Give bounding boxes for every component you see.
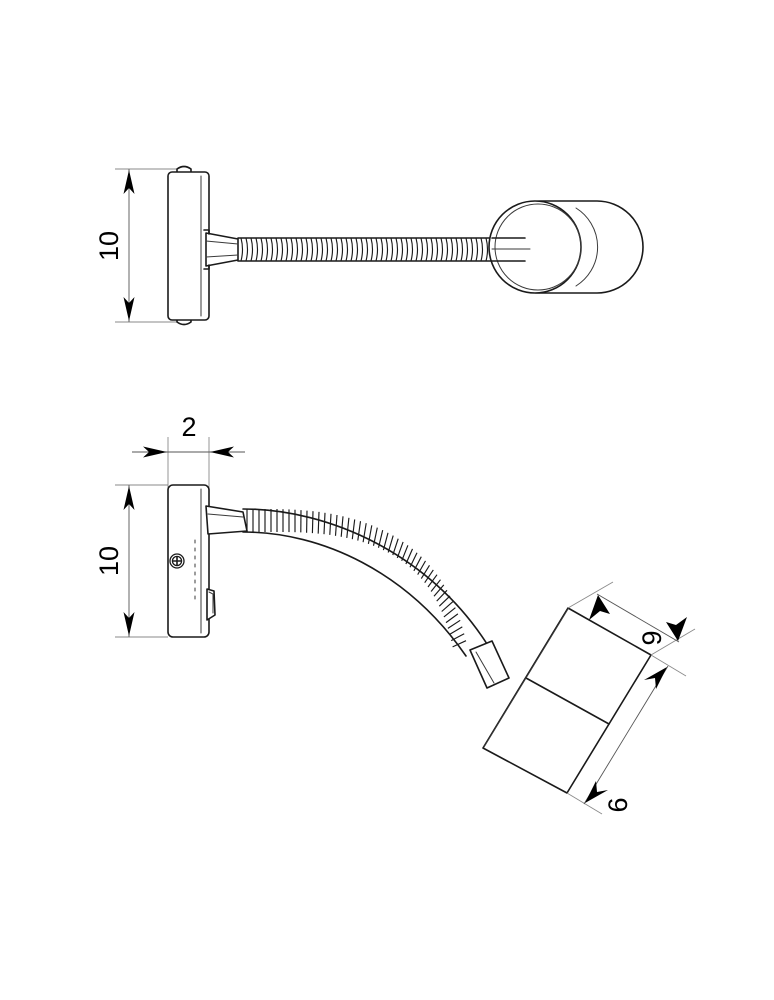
extension-line-b: [650, 628, 696, 656]
collar-highlight-lower: [205, 254, 239, 258]
arrow-head-right: [210, 446, 234, 458]
arrow-head-end: [666, 617, 687, 641]
lamp-head-front-rim-inner: [494, 203, 582, 291]
dimension-top-height: 10: [94, 168, 185, 323]
dimension-line: [596, 593, 680, 643]
gooseneck-arm-bottom-view: [242, 508, 510, 689]
dimension-label-6: 6: [603, 797, 633, 812]
base-plate-bottom-view: [167, 484, 216, 638]
arrow-head-start: [644, 667, 667, 689]
lamp-head-segment-line: [575, 207, 599, 287]
dimension-bottom-width: 2: [132, 412, 245, 490]
extension-line-a: [650, 654, 687, 677]
phillips-screw: [169, 553, 185, 569]
collar-body: [205, 505, 248, 535]
base-plate-body: [167, 171, 210, 321]
gooseneck-end-ferrule: [469, 640, 510, 689]
lamp-head-band-line: [525, 677, 610, 725]
arrow-head-end: [585, 781, 608, 803]
dimension-line: [583, 665, 669, 805]
dimension-head-length: 9: [567, 581, 696, 656]
dimension-bottom-height: 10: [94, 484, 168, 638]
dimension-label-2: 2: [181, 412, 196, 442]
arrow-head-down: [123, 612, 135, 636]
collar-bracket-top: [203, 229, 210, 235]
extension-line-a: [567, 581, 614, 609]
base-plate-body: [167, 484, 210, 638]
dimension-label-10-bottom: 10: [94, 546, 124, 576]
switch-body[interactable]: [206, 588, 216, 621]
gooseneck-coils: [240, 237, 489, 262]
base-plate-top-view: [167, 165, 210, 326]
arrow-head-up: [123, 170, 135, 194]
collar-bracket-bottom: [203, 264, 210, 270]
switch-highlight: [208, 591, 214, 614]
gooseneck-coils: [246, 509, 467, 648]
arrow-head-up: [123, 486, 135, 510]
arrow-head-down: [123, 297, 135, 321]
lamp-head-top-edge: [483, 608, 569, 748]
dimension-label-10-top: 10: [94, 231, 124, 261]
arrow-head-left: [143, 446, 167, 458]
gooseneck-collar-bottom-view: [205, 505, 248, 535]
lamp-head-bottom-view: [482, 607, 652, 794]
gooseneck-collar-top-view: [203, 229, 239, 270]
collar-highlight: [207, 513, 244, 518]
collar-highlight-upper: [205, 240, 239, 245]
top-view-group: 10: [94, 165, 644, 326]
bottom-view-group: 2 10: [94, 412, 696, 815]
ferrule-highlight: [475, 651, 495, 684]
rocker-switch[interactable]: [206, 588, 216, 621]
gooseneck-arm-top-view: [237, 237, 493, 262]
gooseneck-inner-edge: [242, 531, 467, 657]
dimension-label-9: 9: [637, 630, 667, 645]
collar-body: [205, 232, 239, 267]
dimension-head-diameter: 6: [566, 654, 687, 815]
arrow-head-start: [589, 595, 610, 620]
lamp-head-top-view: [488, 200, 644, 294]
